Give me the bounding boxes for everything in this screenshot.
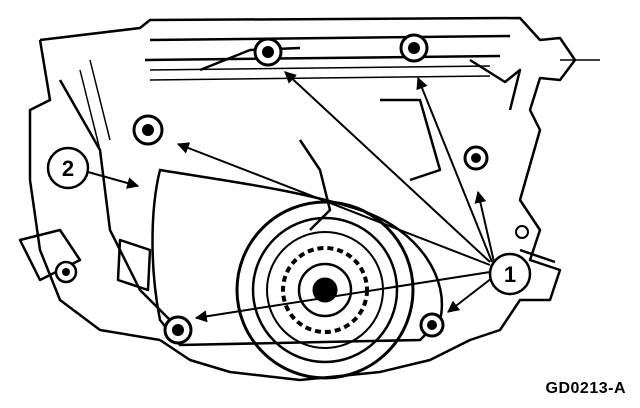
callout-2-leader <box>87 171 140 189</box>
shading-hatch <box>79 59 600 151</box>
engine-block-outline <box>18 16 577 382</box>
dowel-far-left <box>54 260 78 284</box>
bolt-upper-left <box>132 114 164 146</box>
bolt-lower-left <box>163 315 193 345</box>
figure-code: GD0213-A <box>545 380 626 397</box>
front-cover <box>151 168 444 347</box>
bolt-right-mid <box>463 145 489 171</box>
bolt-top-left <box>253 37 283 67</box>
bolt-lower-right <box>419 312 445 338</box>
bolt-top-right <box>399 33 429 63</box>
callout-1-label: 1 <box>504 262 516 287</box>
dowel-far-right <box>515 225 529 239</box>
callout-2-label: 2 <box>62 156 74 181</box>
crankshaft-gear-assembly <box>235 200 415 380</box>
callout-2: 2 <box>46 146 90 190</box>
callout-1: 1 <box>488 252 532 296</box>
callout-1-leaders <box>176 71 495 323</box>
